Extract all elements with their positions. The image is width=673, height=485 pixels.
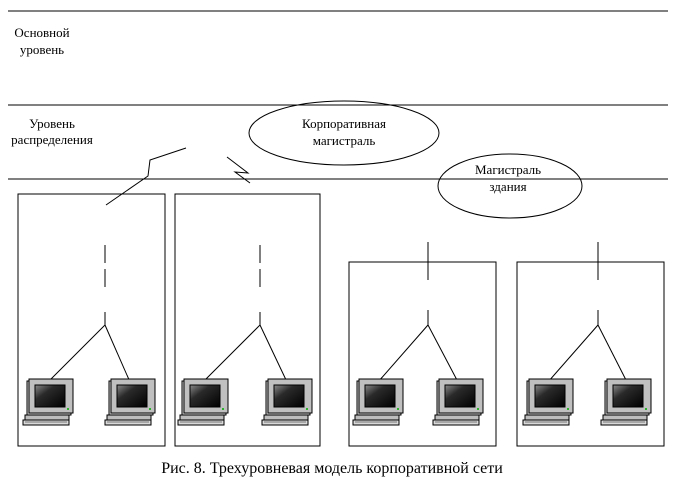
distribution-level-label-1: Уровень [29,116,75,131]
building-backbone-label-1: Магистраль [475,162,541,177]
computer-icon [600,378,652,426]
branch-2b [259,324,288,383]
branch-4a [547,324,599,383]
core-level-label-2: уровень [20,42,64,57]
computer-icon [22,378,74,426]
branch-1a [47,324,106,383]
branch-3b [427,324,459,383]
figure-caption: Рис. 8. Трехуровневая модель корпоративн… [161,460,503,477]
site-box-1 [17,193,166,447]
building-backbone-ellipse [437,153,583,219]
computer-icon [352,378,404,426]
site-box-2 [174,193,321,447]
site-box-3 [348,261,497,447]
computer-icon [432,378,484,426]
computer-icon [177,378,229,426]
branch-2a [202,324,261,383]
branch-1b [104,324,131,383]
wan-link-right [226,156,251,184]
distribution-level-label-2: распределения [11,132,93,147]
computer-icon [261,378,313,426]
wan-link-left [105,147,187,206]
core-level-label-1: Основной [14,25,69,40]
corporate-backbone-ellipse [248,100,440,166]
computer-icon [104,378,156,426]
building-backbone-label-2: здания [489,179,526,194]
corporate-backbone-label-1: Корпоративная [302,116,386,131]
corporate-backbone-label-2: магистраль [313,133,376,148]
branch-4b [597,324,628,383]
computer-icon [522,378,574,426]
branch-3a [377,324,429,383]
site-box-4 [516,261,665,447]
